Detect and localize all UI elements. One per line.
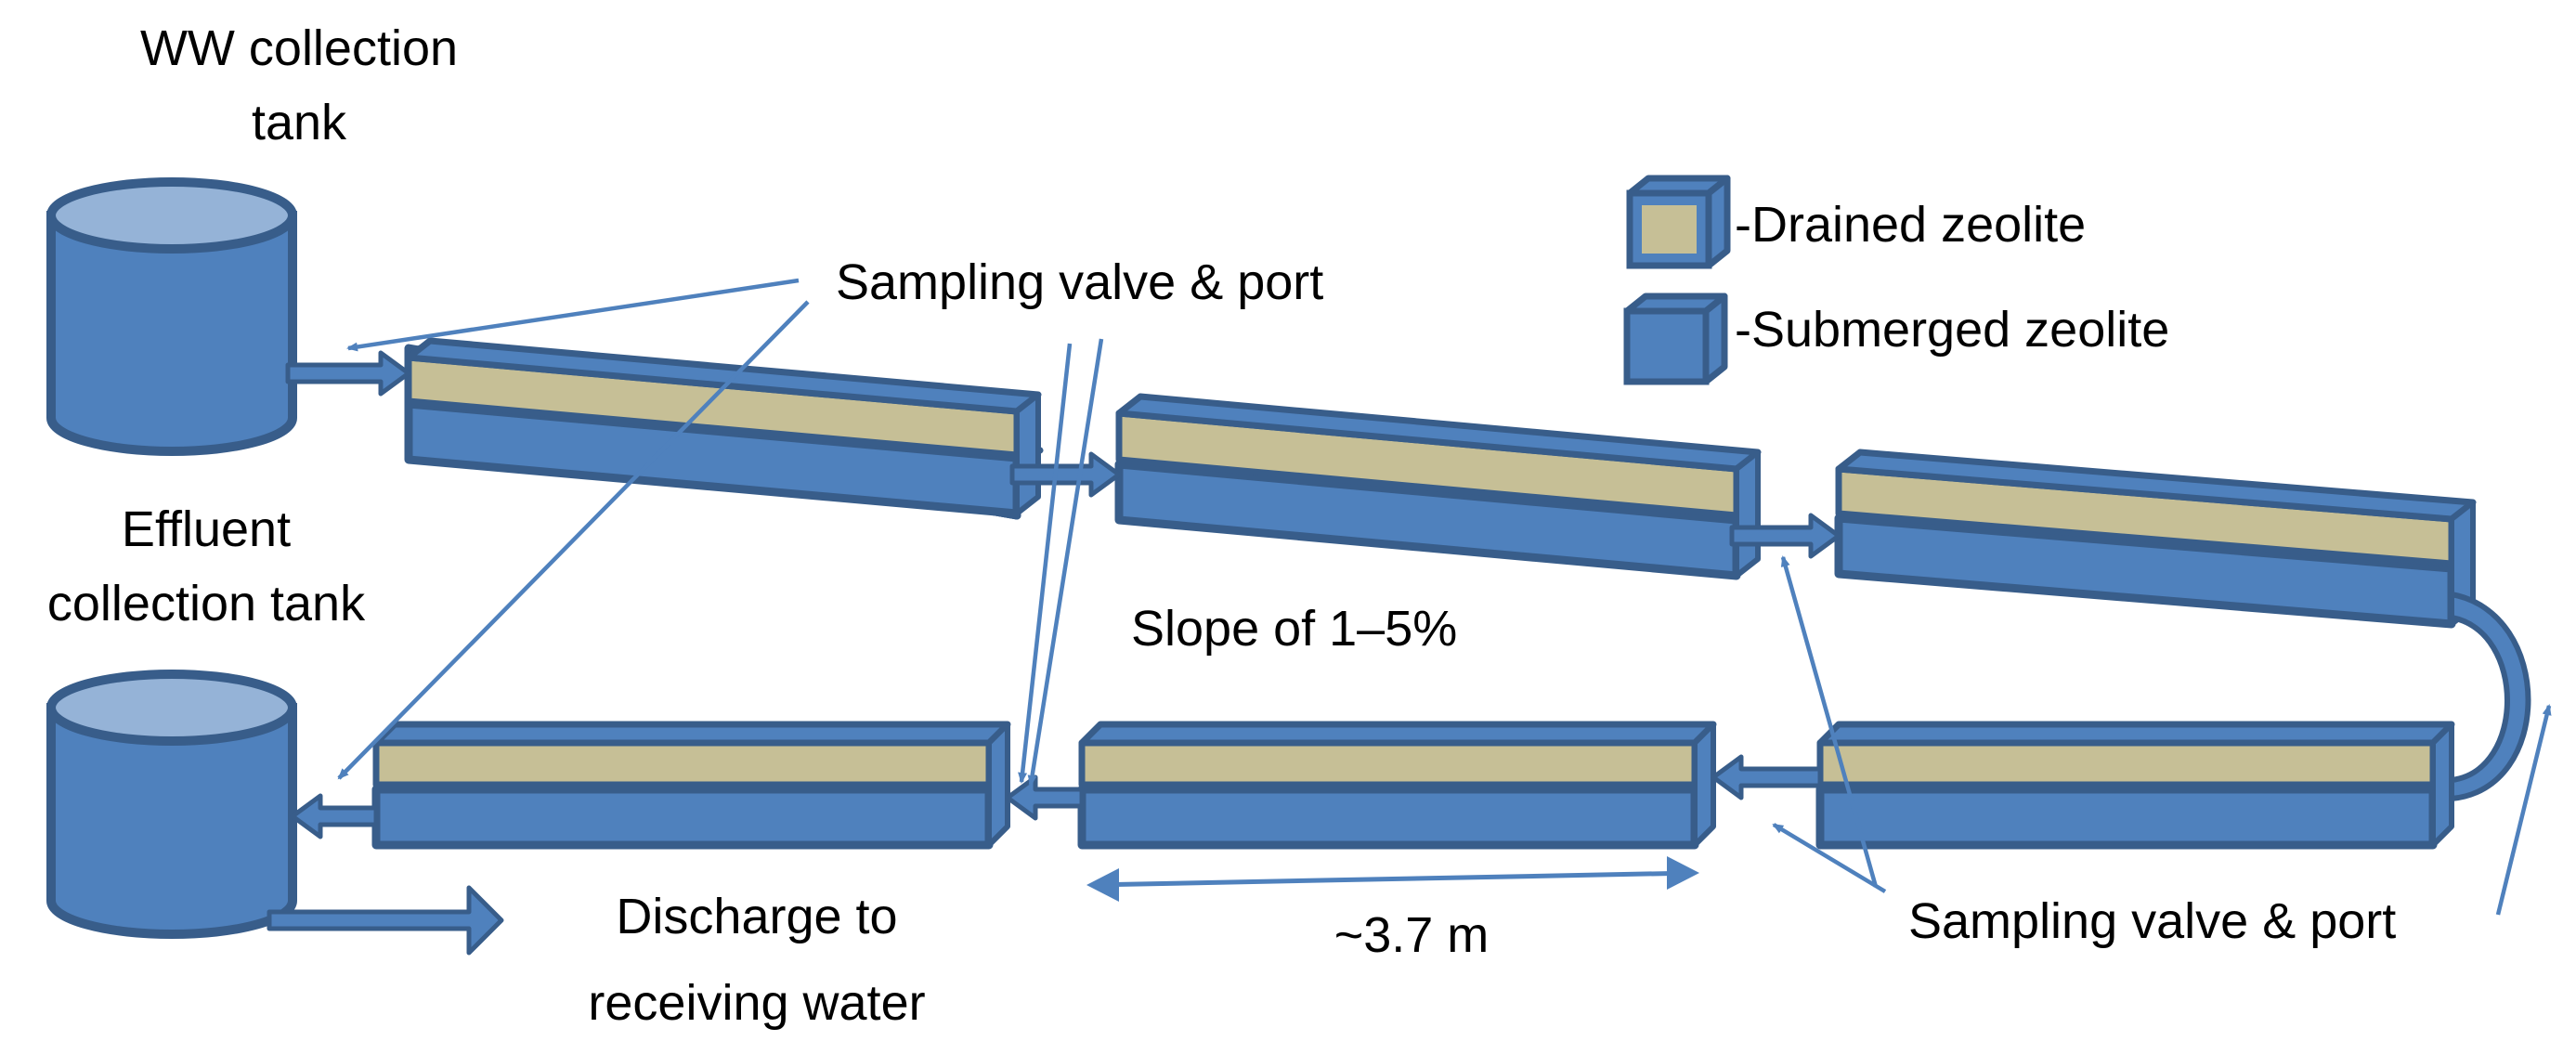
channel-lower-3 — [1815, 721, 2455, 850]
legend-submerged-label: -Submerged zeolite — [1735, 302, 2169, 358]
effluent-collection-tank — [46, 670, 297, 939]
sampling-pointers-bottom — [1772, 555, 2552, 916]
flow-connector-u2-u3 — [1729, 513, 1841, 559]
channel-upper-2 — [1114, 393, 1762, 580]
flow-connector-tank-in — [285, 350, 411, 397]
channel-upper-1-body — [404, 337, 1042, 518]
discharge-label-line2: receiving water — [588, 975, 925, 1031]
ww-collection-tank — [46, 177, 297, 456]
flow-connector-l3-l2 — [1711, 754, 1823, 800]
sampling-label-bottom: Sampling valve & port — [1908, 893, 2396, 949]
sampling-label-top: Sampling valve & port — [836, 254, 1323, 310]
ww-tank-label-line2: tank — [252, 95, 347, 150]
legend-drained-icon — [1626, 175, 1731, 269]
flow-connector-l1-tank — [290, 793, 379, 839]
effluent-tank-label-line2: collection tank — [47, 576, 366, 631]
discharge-label-line1: Discharge to — [616, 889, 897, 944]
flow-connector-u1-u2 — [1009, 451, 1122, 498]
channel-lower-2 — [1077, 721, 1717, 850]
sampling-pointers-top — [337, 278, 1104, 787]
ww-tank-label-line1: WW collection — [140, 20, 458, 76]
legend-submerged-icon — [1623, 293, 1728, 385]
flow-connector-l2-l1 — [1005, 774, 1085, 821]
effluent-tank-label-line1: Effluent — [122, 501, 291, 557]
legend: -Drained zeolite -Submerged zeolite — [1623, 175, 2169, 385]
length-dimension-arrow — [1086, 856, 1699, 902]
legend-drained-label: -Drained zeolite — [1735, 197, 2086, 253]
channel-lower-1 — [371, 721, 1011, 850]
flow-u-bend — [2449, 592, 2531, 801]
length-label: ~3.7 m — [1334, 907, 1490, 963]
channel-upper-3 — [1834, 449, 2477, 629]
discharge-arrow — [267, 885, 504, 956]
slope-label: Slope of 1–5% — [1131, 601, 1457, 657]
